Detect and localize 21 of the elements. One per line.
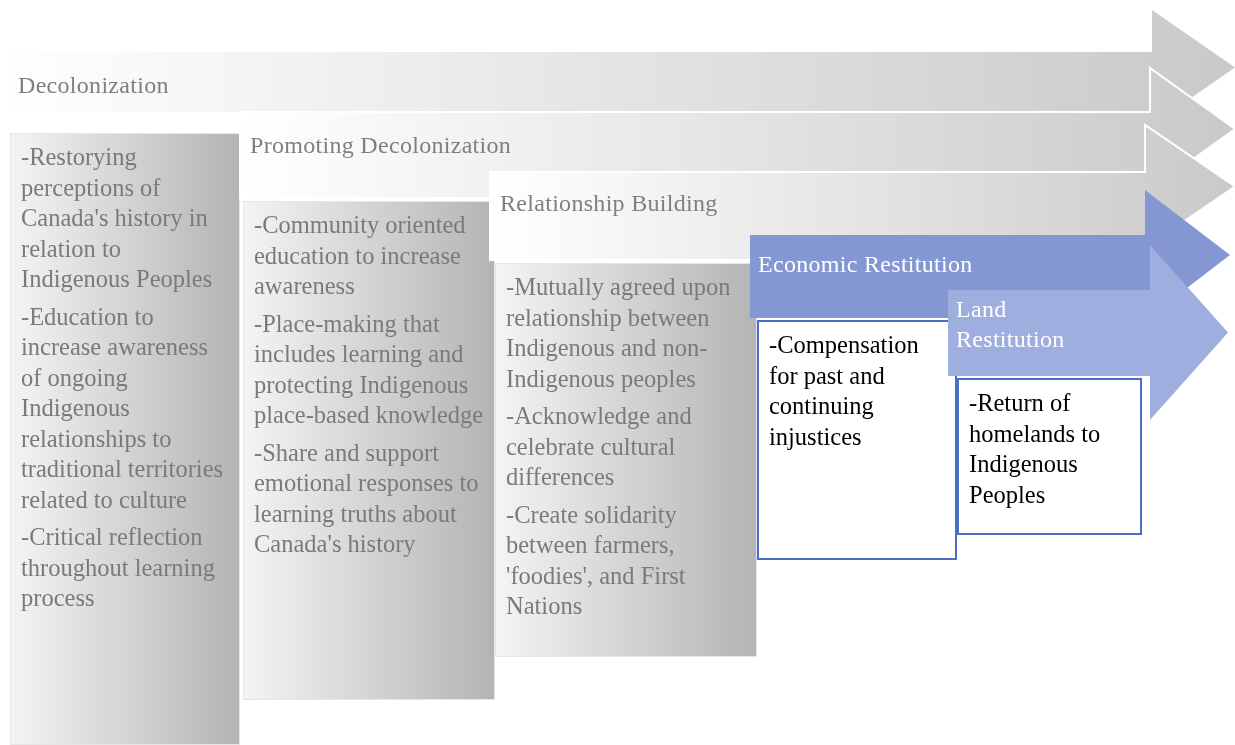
gradient-panel xyxy=(10,133,240,745)
outlined-panel xyxy=(957,378,1142,535)
gradient-panel xyxy=(495,263,757,657)
bullet-text: -Share and support emotional responses to learning truths about Canada's history xyxy=(254,437,480,559)
bullet-text: -Community oriented education to increase awareness xyxy=(254,210,467,301)
stage-title: Promoting Decolonization xyxy=(250,131,512,160)
bullet-text: -Critical reflection throughout learning process xyxy=(21,522,216,613)
stage-title: Economic Restitution xyxy=(758,250,973,279)
bullet-text: -Return of homelands to Indigenous Peoples xyxy=(969,388,1102,510)
bullet-text: -Mutually agreed upon relationship between Indigenous and non-Indigenous peoples xyxy=(506,272,732,394)
bullet-text: -Create solidarity between farmers, 'foodies', and First Nations xyxy=(506,499,687,621)
bullet-text: -Compensation for past and continuing injustices xyxy=(769,330,920,452)
outlined-panel xyxy=(757,320,957,560)
gradient-panel xyxy=(243,201,495,700)
stage-title: Relationship Building xyxy=(500,189,718,218)
bullet-text: -Restorying perceptions of Canada's history in relation to Indigenous Peoples xyxy=(21,142,214,294)
stage-title: Decolonization xyxy=(18,71,169,100)
stage-title: Land Restitution xyxy=(956,295,1066,354)
bullet-text: -Acknowledge and celebrate cultural differences xyxy=(506,401,693,492)
bullet-text: -Place-making that includes learning and protecting Indigenous place-based knowledge xyxy=(254,308,485,430)
bullet-text: -Education to increase awareness of ongoing Indigenous relationships to traditional territories related to culture xyxy=(21,301,225,515)
